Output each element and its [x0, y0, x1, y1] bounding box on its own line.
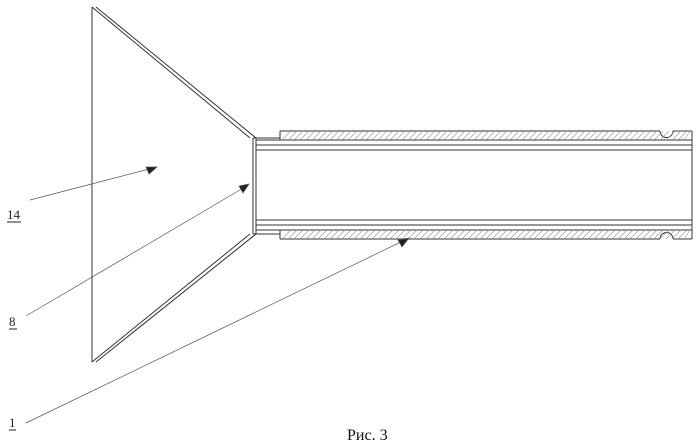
arrowhead-8: [239, 184, 249, 193]
arrowhead-1: [398, 238, 409, 247]
part-label-8: 8: [9, 314, 16, 329]
figure-caption: Рис. 3: [347, 427, 388, 444]
leader-line-1: [26, 240, 405, 423]
leader-lines: [26, 167, 409, 423]
part-labels: 14 8 1: [7, 207, 21, 430]
part-label-14: 14: [7, 207, 21, 222]
tube-body: [256, 131, 692, 239]
leader-line-8: [26, 187, 245, 316]
hatch-stroke: [684, 131, 690, 140]
funnel-cone: [92, 7, 256, 362]
arrowhead-14: [146, 167, 157, 174]
wall-hatching: [282, 131, 690, 239]
part-label-1: 1: [9, 415, 16, 430]
hatch-stroke: [684, 230, 690, 239]
